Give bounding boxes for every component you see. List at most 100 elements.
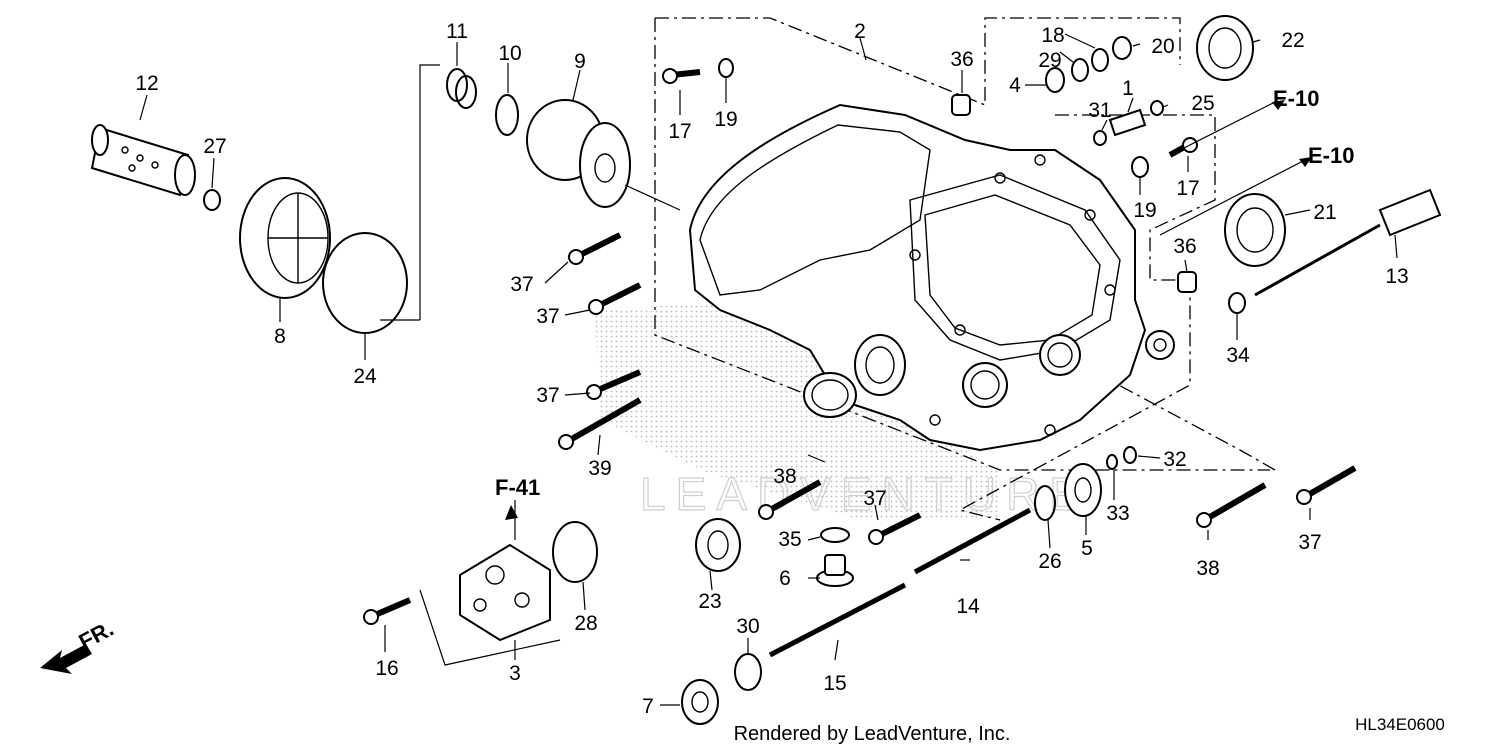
- diagram-code: HL34E0600: [1355, 715, 1445, 734]
- callout-38: 38: [773, 465, 796, 488]
- callout-7: 7: [642, 695, 654, 718]
- part-8-filter-cover: [239, 177, 331, 299]
- callout-26: 26: [1038, 550, 1061, 573]
- callout-15: 15: [823, 672, 846, 695]
- callout-10: 10: [498, 42, 521, 65]
- part-15-shaft: [768, 582, 907, 658]
- callout-31: 31: [1088, 99, 1111, 122]
- callout-37-a: 37: [510, 273, 533, 296]
- part-32-washer: [1123, 446, 1137, 464]
- callout-37-b: 37: [536, 305, 559, 328]
- part-22-bearing: [1196, 15, 1254, 81]
- callout-1: 1: [1122, 77, 1134, 100]
- callout-12: 12: [135, 72, 158, 95]
- callout-16: 16: [375, 657, 398, 680]
- callout-33: 33: [1106, 502, 1129, 525]
- front-arrow-icon: [40, 644, 92, 674]
- callout-23: 23: [698, 590, 721, 613]
- part-9-oil-filter: [526, 99, 631, 208]
- callout-35: 35: [778, 528, 801, 551]
- group-line-left: [654, 18, 1270, 471]
- part-34-washer: [1228, 292, 1246, 314]
- bolts: [363, 68, 1357, 625]
- callout-8: 8: [274, 325, 286, 348]
- ref-e10-mid: E-10: [1308, 143, 1354, 168]
- part-36-dowel: [951, 94, 971, 116]
- part-21-bearing: [1224, 193, 1286, 267]
- part-5-gear: [1064, 463, 1102, 517]
- part-30-o-ring: [734, 653, 762, 691]
- crankcase-cover: [688, 103, 1175, 452]
- callout-32: 32: [1163, 448, 1186, 471]
- callout-27: 27: [203, 135, 226, 158]
- callout-17: 17: [668, 120, 691, 143]
- callout-21: 21: [1313, 201, 1336, 224]
- part-14-shaft: [913, 507, 1032, 575]
- part-20-seal: [1112, 36, 1132, 60]
- callout-30: 30: [736, 615, 759, 638]
- callout-22: 22: [1281, 29, 1304, 52]
- callout-18: 18: [1041, 24, 1064, 47]
- part-11-o-rings: [446, 68, 477, 109]
- part-24-o-ring: [322, 232, 408, 334]
- part-13-sensor: [1254, 188, 1442, 297]
- callout-37-e: 37: [1298, 531, 1321, 554]
- callout-2: 2: [854, 20, 866, 43]
- callout-39: 39: [588, 457, 611, 480]
- part-3-oil-pump: [459, 543, 551, 642]
- callout-6: 6: [779, 567, 791, 590]
- callout-3: 3: [509, 662, 521, 685]
- callout-34: 34: [1226, 344, 1250, 367]
- ref-f41: F-41: [495, 475, 540, 500]
- ref-arrow-icon-c: [505, 505, 518, 520]
- ref-arrow-icon: [1272, 100, 1285, 110]
- part-27-washer: [203, 189, 221, 211]
- callout-13: 13: [1385, 265, 1408, 288]
- part-19-washer: [718, 58, 734, 78]
- credit-text: Rendered by LeadVenture, Inc.: [734, 723, 1011, 745]
- callout-numbers: 1 2 3 4 5 6 7 8 9 10 11 12 13 14 15 16 1…: [135, 20, 1408, 718]
- part-18-seal: [1091, 48, 1109, 72]
- part-35-washer: [820, 527, 850, 543]
- callout-28: 28: [574, 612, 597, 635]
- part-33-washer: [1106, 454, 1118, 470]
- callout-36-b: 36: [1173, 235, 1196, 258]
- group-line-lower-right: [1099, 374, 1276, 471]
- watermark: LEADVENTURE: [640, 468, 1090, 520]
- callout-4: 4: [1009, 74, 1021, 97]
- callout-24: 24: [353, 365, 377, 388]
- part-12-strainer: [90, 124, 196, 197]
- part-26-o-ring: [1034, 485, 1056, 521]
- leader-lines: [139, 33, 1398, 706]
- callout-37-c: 37: [536, 384, 559, 407]
- stipple-shadow: [595, 300, 1000, 520]
- part-19-washer-b: [1131, 156, 1149, 178]
- callout-17-b: 17: [1176, 177, 1199, 200]
- callout-9: 9: [574, 50, 586, 73]
- part-29-seal: [1071, 58, 1089, 82]
- callout-11: 11: [446, 20, 468, 43]
- callout-29: 29: [1038, 49, 1061, 72]
- callout-36: 36: [950, 48, 973, 71]
- group-line-top: [655, 17, 1181, 106]
- part-10-washer: [495, 94, 519, 136]
- part-25-washer: [1150, 100, 1164, 116]
- part-23-seal: [695, 518, 741, 572]
- callout-25: 25: [1191, 92, 1214, 115]
- part-1-valve: [1108, 108, 1147, 137]
- group-line-right: [958, 114, 1216, 521]
- callout-19: 19: [714, 108, 737, 131]
- part-7-plug: [681, 679, 719, 725]
- ref-arrow-icon-b: [1299, 157, 1312, 167]
- part-31-washer: [1093, 130, 1107, 146]
- part-36-dowel-b: [1177, 271, 1197, 293]
- ref-e10-top: E-10: [1273, 86, 1319, 111]
- callout-37-d: 37: [863, 487, 886, 510]
- callout-5: 5: [1081, 537, 1093, 560]
- callout-19-b: 19: [1133, 199, 1156, 222]
- callout-14: 14: [956, 595, 980, 618]
- callout-38-b: 38: [1196, 557, 1219, 580]
- part-28-o-ring: [552, 521, 598, 583]
